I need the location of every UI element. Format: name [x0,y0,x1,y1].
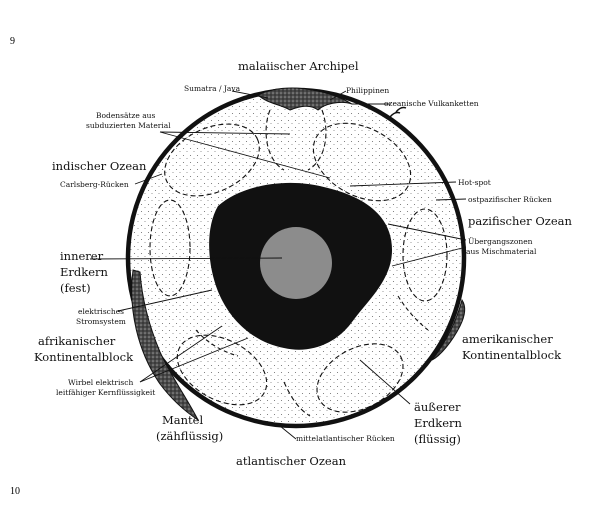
label-sediments-line1: Bodensätze aus [96,111,156,120]
label-carlsberg-ridge: Carlsberg-Rücken [60,180,129,189]
inner-core [260,227,332,299]
label-electric-line1: elektrisches [78,307,124,316]
label-mid-atlantic-ridge: mittelatlantischer Rücken [296,434,395,443]
label-electric-line2: Stromsystem [76,317,126,326]
label-sumatra-java: Sumatra / Java [184,84,241,93]
page-number-top: 9 [10,36,15,47]
label-mantle-line2: (zähflüssig) [156,429,223,443]
label-outer-core-line3: (flüssig) [414,432,461,446]
label-sediments-line2: subduzierten Material [86,121,171,130]
label-oceanic-volcano-chains: ozeanische Vulkanketten [384,99,479,108]
label-african-block-line2: Kontinentalblock [34,350,134,364]
label-transition-line1: Übergangszonen [468,237,533,246]
label-outer-core-line1: äußerer [414,400,461,414]
label-east-pacific-ridge: ostpazifischer Rücken [468,195,552,204]
label-hot-spot: Hot-spot [458,178,491,187]
label-outer-core-line2: Erdkern [414,416,463,430]
label-vortex-line1: Wirbel elektrisch [68,378,133,387]
label-vortex-line2: leitfähiger Kernflüssigkeit [56,388,155,397]
label-indian-ocean: indischer Ozean [52,159,147,173]
label-mantle-line1: Mantel [162,413,203,427]
page-number-bottom: 10 [10,486,20,497]
label-inner-core-line1: innerer [60,249,104,263]
label-inner-core-line3: (fest) [60,281,91,295]
label-transition-line2: aus Mischmaterial [466,247,537,256]
label-pacific-ocean: pazifischer Ozean [468,214,572,228]
label-american-block-line1: amerikanischer [462,332,553,346]
label-inner-core-line2: Erdkern [60,265,109,279]
label-african-block-line1: afrikanischer [38,334,116,348]
label-philippines: Philippinen [346,86,389,95]
label-malay-archipelago: malaiischer Archipel [238,59,359,73]
label-american-block-line2: Kontinentalblock [462,348,562,362]
volcano-chain-icon [390,108,406,118]
label-atlantic-ocean: atlantischer Ozean [236,454,347,468]
